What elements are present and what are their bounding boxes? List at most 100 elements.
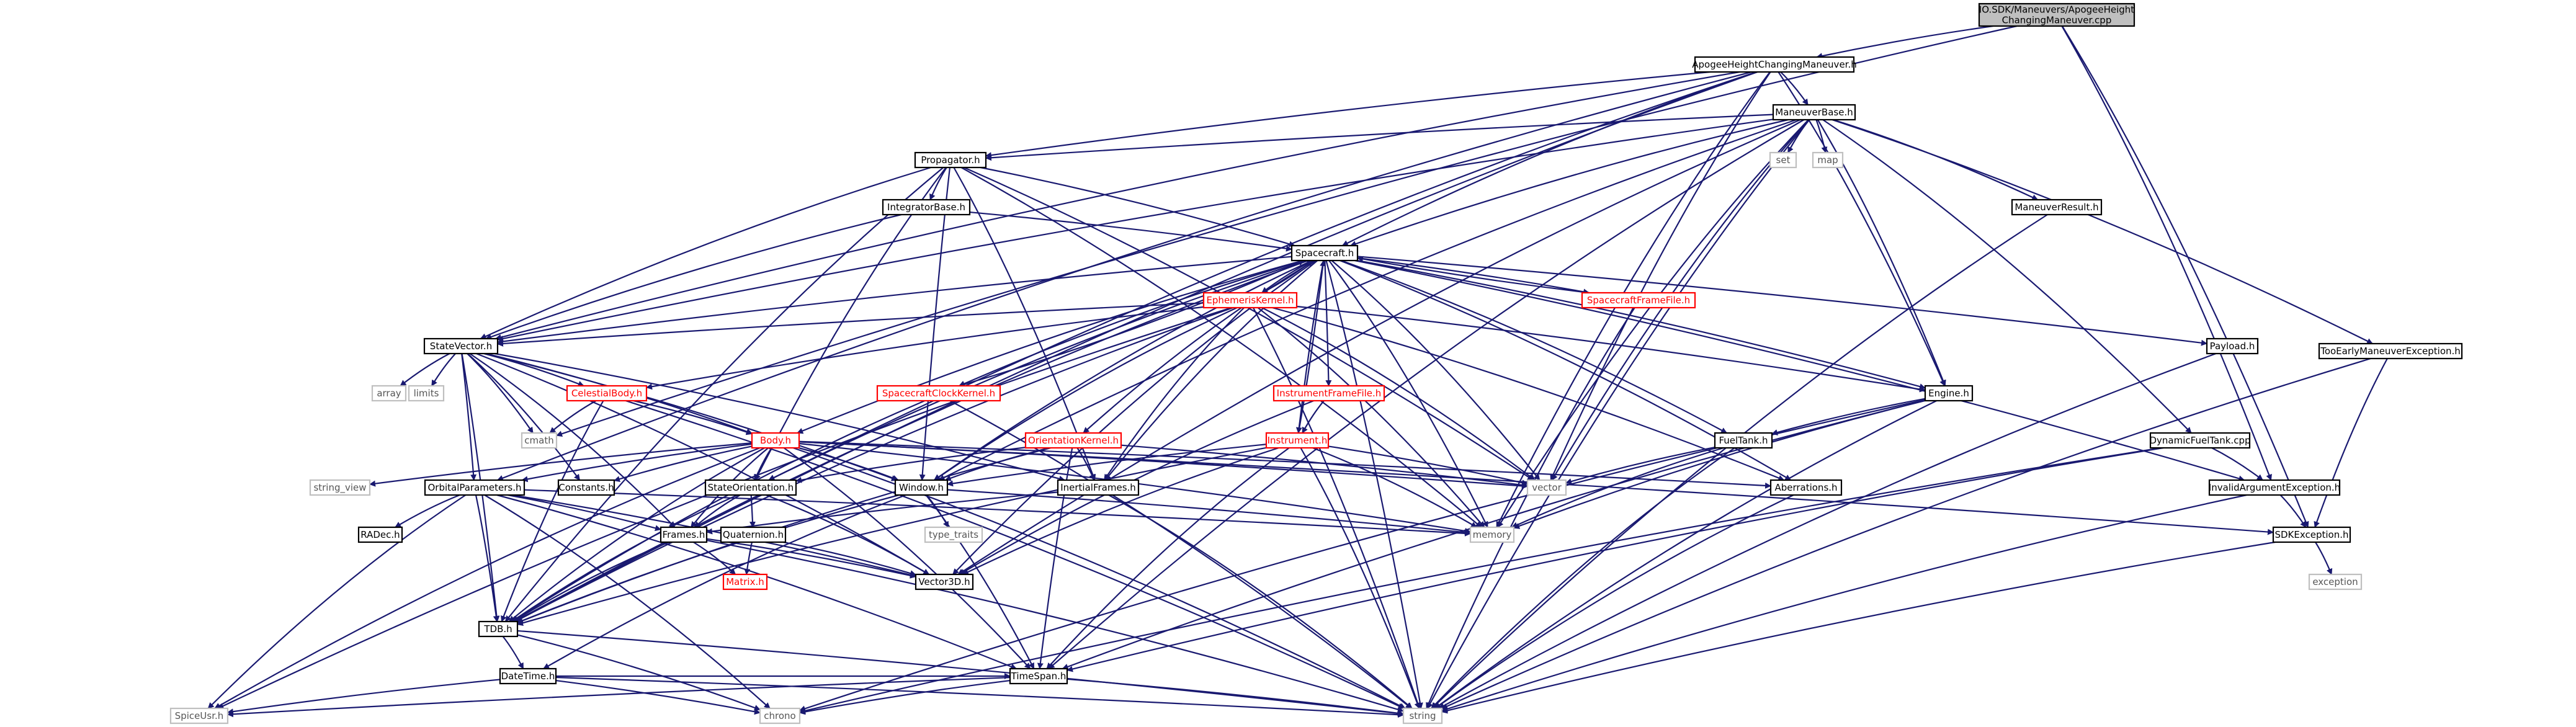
node-vec3[interactable]: Vector3D.h [915, 573, 974, 591]
node-radec[interactable]: RADec.h [357, 526, 403, 543]
node-ok[interactable]: OrientationKernel.h [1024, 432, 1122, 449]
node-aberr-label: Aberrations.h [1774, 482, 1837, 493]
node-aberr[interactable]: Aberrations.h [1769, 479, 1843, 496]
node-prop-box [914, 151, 987, 169]
edge-op-to-spiceusr [207, 494, 467, 709]
node-dt[interactable]: DateTime.h [499, 667, 557, 685]
node-root-label: IO.SDK/Maneuvers/ApogeeHeight [1979, 4, 2135, 16]
edge-mb-to-string [1426, 119, 1810, 709]
edge-sc-to-sv [497, 256, 1292, 345]
node-vector[interactable]: vector [1526, 479, 1567, 496]
edge-prop-to-sv [480, 166, 931, 340]
node-vector-box [1526, 479, 1567, 496]
node-typetraits[interactable]: type_traits [924, 526, 983, 543]
node-string-label: string [1409, 710, 1436, 721]
node-ib[interactable]: IntegratorBase.h [882, 198, 971, 216]
edge-instr-to-tdb [517, 447, 1267, 627]
edge-cb-to-body [633, 399, 753, 435]
edge-sc-to-window [933, 260, 1312, 481]
node-set-box [1769, 151, 1797, 169]
node-quat[interactable]: Quaternion.h [720, 526, 787, 543]
edge-root-to-sdke [2061, 25, 2309, 528]
edge-dft-to-iae [2211, 447, 2263, 481]
node-frames[interactable]: Frames.h [660, 526, 708, 543]
node-memory[interactable]: memory [1469, 526, 1515, 543]
edge-engine-to-ts [1062, 399, 1926, 670]
node-sdke[interactable]: SDKException.h [2272, 526, 2351, 543]
node-so[interactable]: StateOrientation.h [704, 479, 797, 496]
node-if-box [1057, 479, 1140, 496]
node-cmath[interactable]: cmath [521, 432, 558, 449]
edge-sv-to-op [461, 353, 477, 481]
node-op[interactable]: OrbitalParameters.h [424, 479, 525, 496]
node-cb[interactable]: CelestialBody.h [566, 385, 648, 402]
edge-sv-to-vec3 [476, 352, 930, 575]
node-engine[interactable]: Engine.h [1924, 385, 1974, 402]
edge-ib-to-sc [969, 211, 1292, 252]
edge-ts-to-string [1067, 678, 1404, 716]
edge-so-to-quat [749, 494, 756, 528]
edge-ahcm-to-vector [1550, 71, 1771, 481]
edge-prop-to-tdb [504, 167, 944, 622]
node-tdb[interactable]: TDB.h [478, 620, 519, 638]
node-exception[interactable]: exception [2308, 573, 2363, 591]
node-dft[interactable]: DynamicFuelTank.cpp [2150, 432, 2251, 449]
node-ts-box [1009, 667, 1068, 685]
edge-ok-to-so [795, 447, 1026, 483]
edge-ahcm-to-mb [1780, 71, 1809, 105]
edge-ahcm-to-sc [1341, 71, 1757, 246]
node-ts-label: TimeSpan.h [1011, 671, 1067, 682]
node-chrono[interactable]: chrono [759, 707, 801, 725]
node-window[interactable]: Window.h [894, 479, 949, 496]
node-array[interactable]: array [371, 385, 407, 402]
node-tfme[interactable]: TooEarlyManeuverException.h [2318, 342, 2463, 360]
node-instr[interactable]: Instrument.h [1265, 432, 1330, 449]
edge-body-to-aberr [798, 440, 1771, 489]
node-ahcm-box [1694, 56, 1855, 73]
node-ek[interactable]: EphemerisKernel.h [1202, 292, 1298, 309]
node-ts[interactable]: TimeSpan.h [1009, 667, 1068, 685]
node-const[interactable]: Constants.h [557, 479, 615, 496]
node-strview[interactable]: string_view [309, 479, 371, 496]
node-limits[interactable]: limits [408, 385, 445, 402]
node-limits-box [408, 385, 445, 402]
node-iae[interactable]: InvalidArgumentException.h [2209, 479, 2340, 496]
node-if[interactable]: InertialFrames.h [1057, 479, 1140, 496]
node-ft[interactable]: FuelTank.h [1714, 432, 1773, 449]
node-root[interactable]: IO.SDK/Maneuvers/ApogeeHeightChangingMan… [1978, 2, 2135, 27]
node-instr-label: Instrument.h [1268, 435, 1328, 446]
node-iff-box [1272, 385, 1385, 402]
node-matrix[interactable]: Matrix.h [722, 573, 768, 591]
edge-root-to-ahcm [1816, 25, 1993, 60]
edge-ts-to-spiceusr [227, 677, 1011, 718]
node-mr[interactable]: ManeuverResult.h [2011, 198, 2103, 216]
node-spiceusr[interactable]: SpiceUsr.h [169, 707, 229, 725]
node-sv[interactable]: StateVector.h [423, 337, 499, 355]
node-body-label: Body.h [760, 435, 791, 446]
node-window-label: Window.h [899, 482, 944, 493]
node-prop[interactable]: Propagator.h [914, 151, 987, 169]
edge-ek-to-aberr [1272, 306, 1785, 481]
edge-root-to-iae [2061, 25, 2272, 481]
edge-ahcm-to-tdb [514, 71, 1758, 622]
node-sc[interactable]: Spacecraft.h [1290, 244, 1359, 262]
node-sc-label: Spacecraft.h [1295, 248, 1354, 259]
node-mb[interactable]: ManeuverBase.h [1772, 104, 1856, 121]
node-iff[interactable]: InstrumentFrameFile.h [1272, 385, 1385, 402]
node-spiceusr-box [169, 707, 229, 725]
edge-body-to-tdb [508, 447, 765, 622]
node-vec3-label: Vector3D.h [918, 576, 970, 587]
node-sck[interactable]: SpacecraftClockKernel.h [876, 385, 1001, 402]
node-set[interactable]: set [1769, 151, 1797, 169]
node-scff[interactable]: SpacecraftFrameFile.h [1581, 292, 1696, 309]
node-map[interactable]: map [1812, 151, 1844, 169]
node-string[interactable]: string [1402, 707, 1443, 725]
edge-mb-to-sv [497, 118, 1774, 342]
node-ahcm[interactable]: ApogeeHeightChangingManeuver.h [1692, 56, 1857, 73]
node-payload[interactable]: Payload.h [2206, 337, 2259, 355]
node-sdke-box [2272, 526, 2351, 543]
node-body[interactable]: Body.h [751, 432, 800, 449]
edge-sck-to-tdb [511, 399, 926, 622]
edge-ft-to-string [1431, 447, 1735, 709]
node-payload-box [2206, 337, 2259, 355]
